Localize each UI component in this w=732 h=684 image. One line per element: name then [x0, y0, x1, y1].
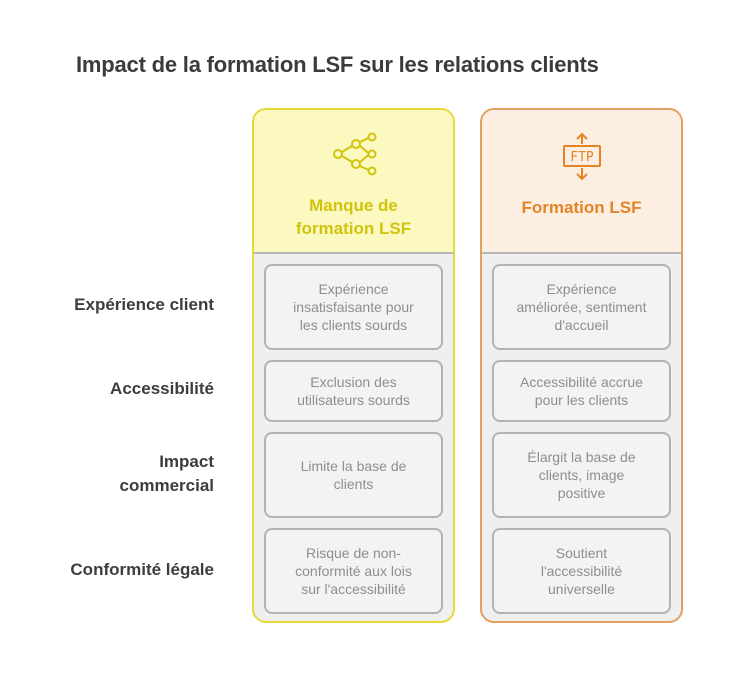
cell-line: améliorée, sentiment — [516, 299, 647, 315]
network-share-icon — [332, 132, 376, 176]
cell-line: insatisfaisante pour — [293, 299, 414, 315]
row-label-impact-commercial: Impact commercial — [24, 450, 215, 498]
cell-line: universelle — [548, 581, 615, 597]
cell-experience-client: Expérience insatisfaisante pour les client… — [264, 264, 443, 350]
cell-conformite-legale: Risque de non-conformité aux lois sur l'a… — [264, 528, 443, 614]
row-label-conformite-legale: Conformité légale — [70, 560, 214, 579]
column-header-label: Manque de formation LSF — [254, 194, 453, 240]
cell-line: Exclusion des — [310, 374, 397, 390]
row-label-line: Impact — [159, 452, 214, 471]
column-header-label: Formation LSF — [521, 198, 642, 217]
cell-accessibilite: Exclusion des utilisateurs sourds — [264, 360, 443, 422]
cell-line: Risque de non- — [306, 545, 401, 561]
cell-line: Expérience — [546, 281, 617, 297]
cell-line: sur l'accessibilité — [301, 581, 406, 597]
column-header: Manque de formation LSF — [254, 110, 453, 254]
cell-line: les clients sourds — [299, 317, 408, 333]
ftp-transfer-icon: FTP — [562, 132, 601, 181]
cell-line: Expérience — [318, 281, 389, 297]
cell-line: Accessibilité accrue — [520, 374, 643, 390]
column-formation-lsf: FTP Formation LSF Expérience améliorée, s… — [480, 108, 683, 623]
cell-line: clients — [333, 476, 374, 492]
cell-line: positive — [557, 485, 606, 501]
ftp-icon-text: FTP — [570, 150, 594, 165]
cell-impact-commercial: Élargit la base de clients, image positive — [492, 432, 671, 518]
cell-line: utilisateurs sourds — [297, 392, 410, 408]
row-label-experience-client: Expérience client — [74, 295, 214, 314]
page-title: Impact de la formation LSF sur les relat… — [76, 52, 599, 77]
column-manque-formation: Manque de formation LSF Expérience insati… — [252, 108, 455, 623]
row-label-line: commercial — [119, 476, 215, 495]
cell-line: Soutient — [555, 545, 608, 561]
cell-line: d'accueil — [554, 317, 609, 333]
header-line: Manque de — [309, 196, 398, 215]
cell-line: Élargit la base de — [527, 449, 636, 465]
header-line: formation LSF — [295, 219, 412, 238]
row-label-accessibilite: Accessibilité — [110, 379, 214, 398]
cell-line: l'accessibilité — [540, 563, 623, 579]
cell-conformite-legale: Soutient l'accessibilité universelle — [492, 528, 671, 614]
cell-line: conformité aux lois — [295, 563, 412, 579]
cell-line: Limite la base de — [300, 458, 407, 474]
column-header: FTP Formation LSF — [482, 110, 681, 254]
cell-line: pour les clients — [534, 392, 629, 408]
cell-impact-commercial: Limite la base de clients — [264, 432, 443, 518]
cell-accessibilite: Accessibilité accrue pour les clients — [492, 360, 671, 422]
cell-experience-client: Expérience améliorée, sentiment d'accueil — [492, 264, 671, 350]
cell-line: clients, image — [538, 467, 625, 483]
